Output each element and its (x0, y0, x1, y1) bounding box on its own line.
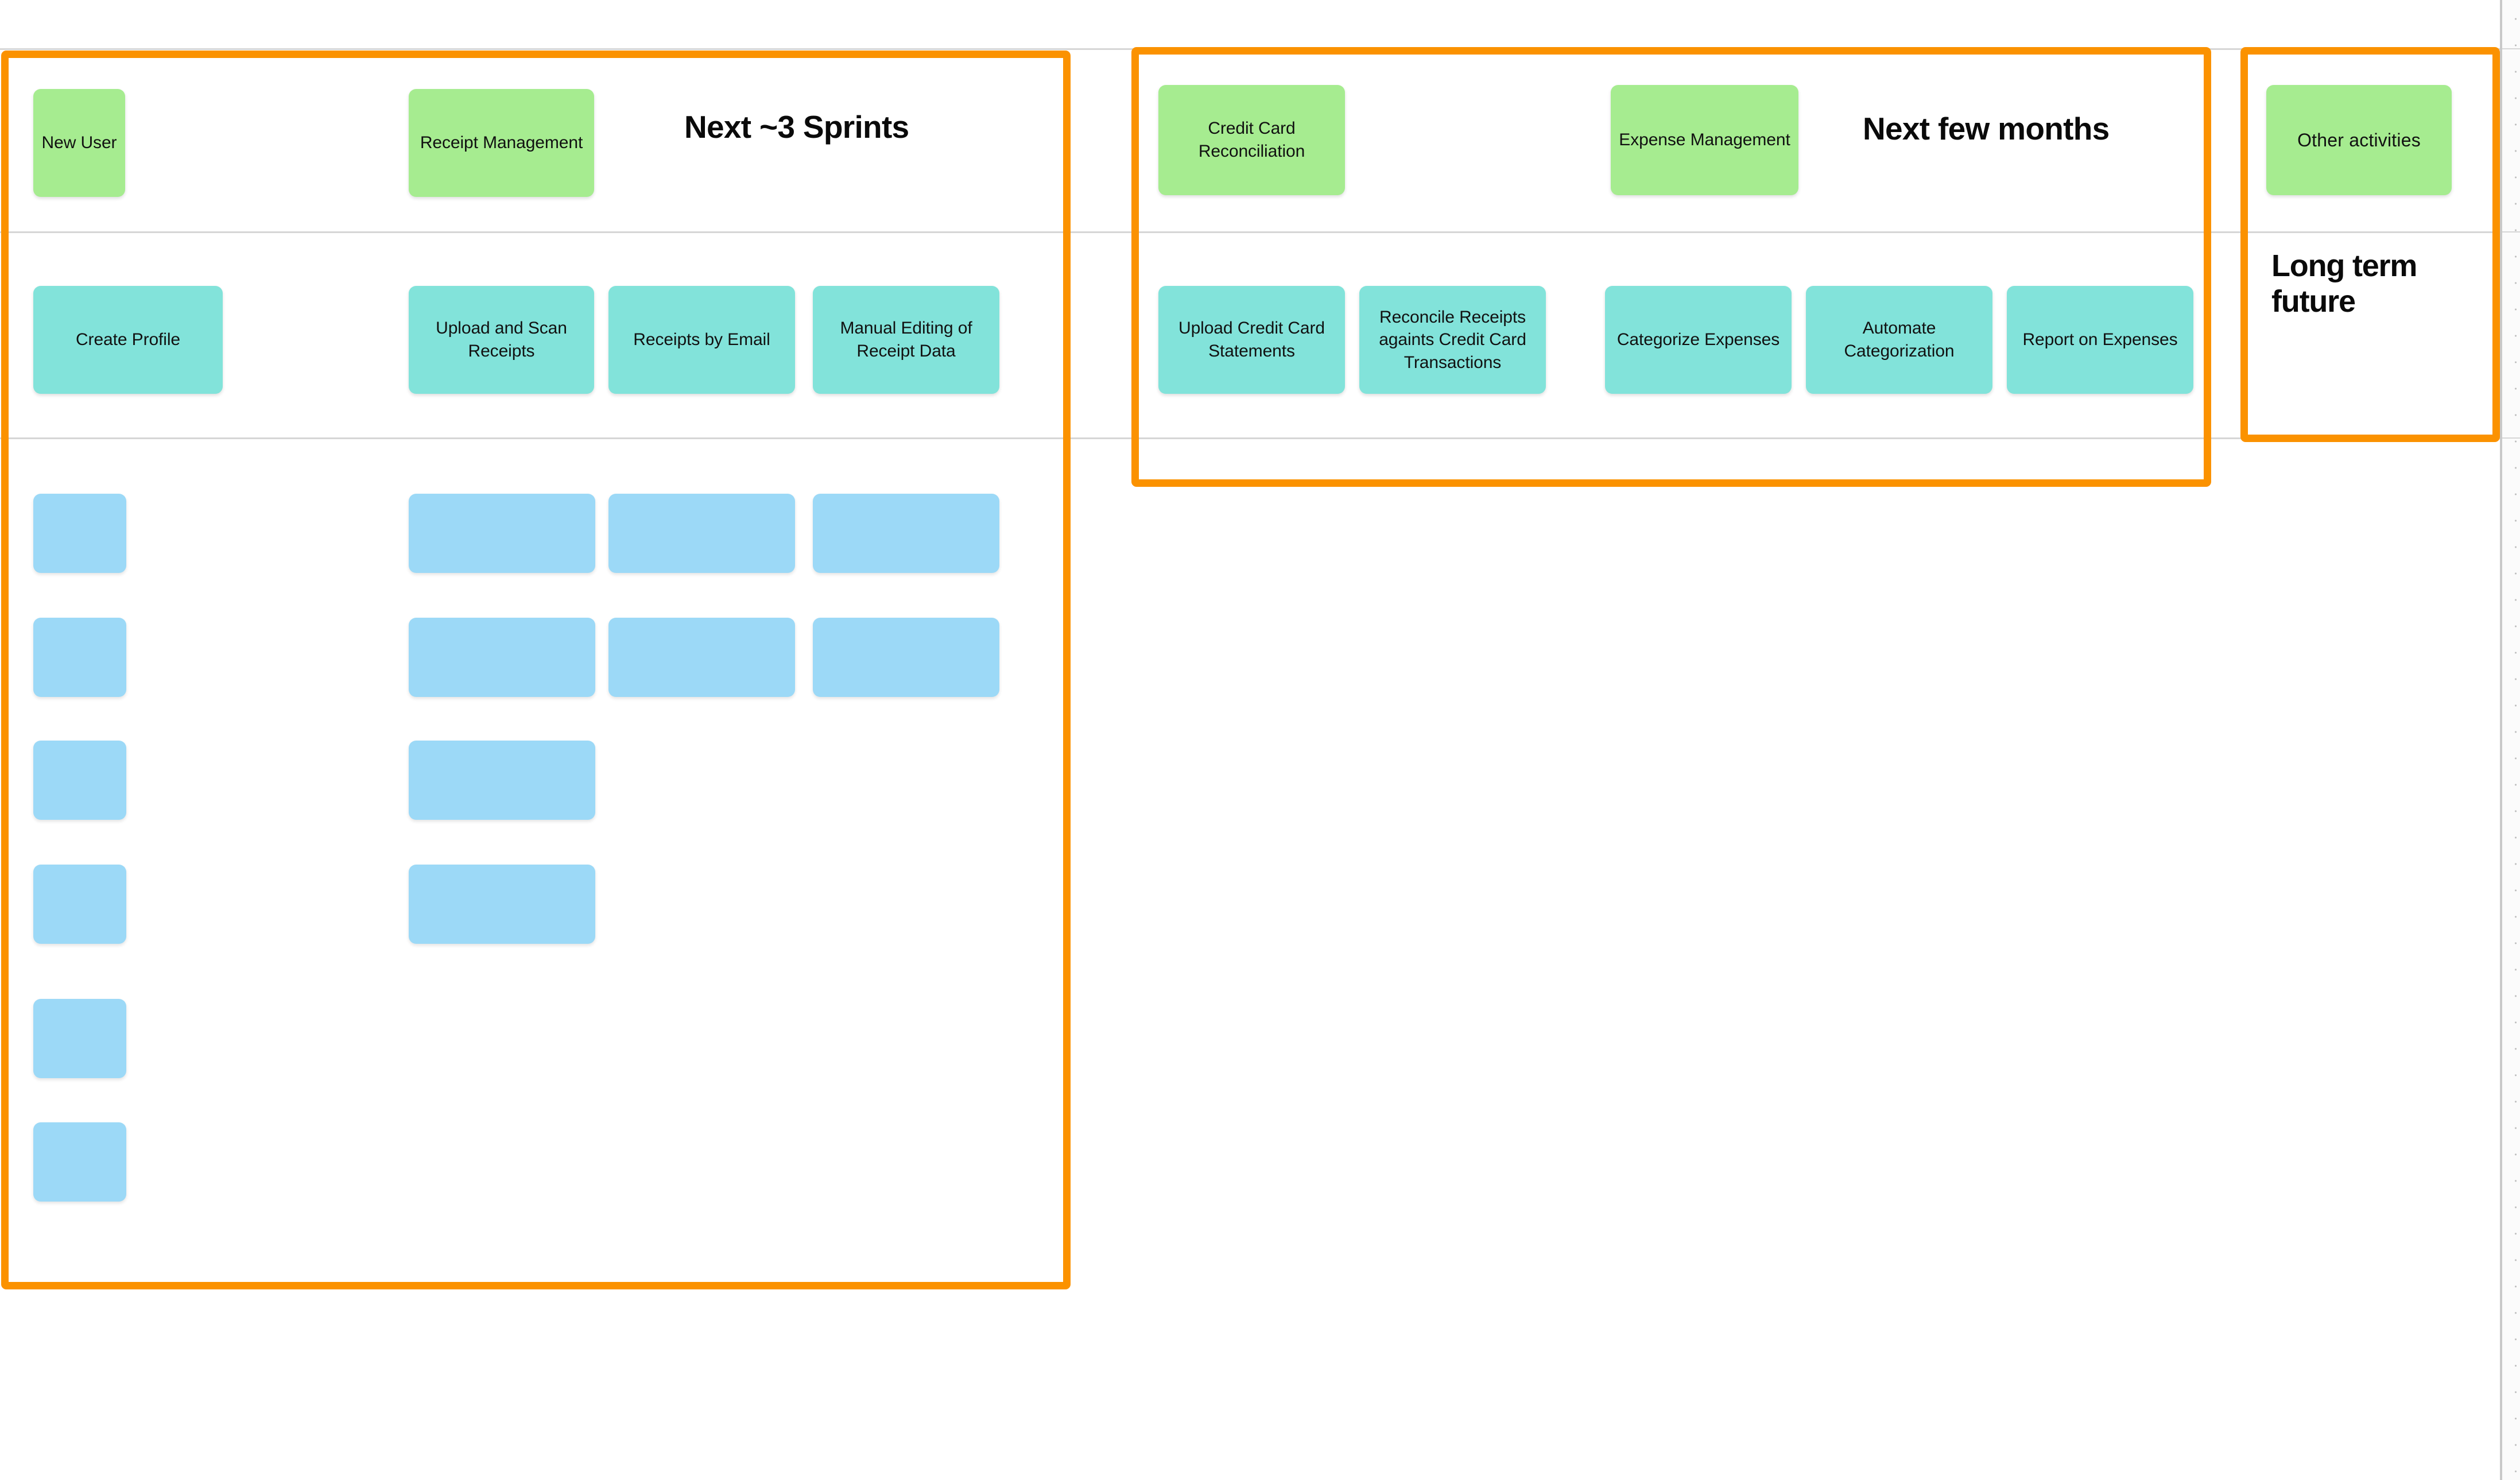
task-card-report-on-expenses[interactable]: Report on Expenses (2007, 286, 2193, 394)
activity-card-other-activities[interactable]: Other activities (2266, 85, 2452, 195)
task-card-automate-categorization[interactable]: Automate Categorization (1806, 286, 1992, 394)
activity-card-credit-card-reconciliation[interactable]: Credit Card Reconciliation (1158, 85, 1345, 195)
lane-divider-tasks (0, 231, 2502, 233)
story-card[interactable] (813, 494, 999, 573)
release-title-now: Next ~3 Sprints (684, 109, 909, 145)
canvas-right-edge (2500, 0, 2502, 1480)
activity-card-label: Credit Card Reconciliation (1198, 119, 1305, 161)
task-card-label: Report on Expenses (2022, 330, 2178, 350)
activity-card-new-user[interactable]: New User (33, 89, 125, 197)
story-card[interactable] (409, 865, 595, 944)
activity-card-label: Receipt Management (420, 133, 583, 153)
release-title-next: Next few months (1863, 111, 2110, 146)
story-card[interactable] (409, 741, 595, 820)
task-card-label: Manual Editing of Receipt Data (840, 319, 972, 361)
story-card[interactable] (813, 618, 999, 697)
story-card[interactable] (33, 741, 126, 820)
task-card-create-profile[interactable]: Create Profile (33, 286, 223, 394)
story-card[interactable] (608, 618, 795, 697)
task-card-label: Upload and Scan Receipts (436, 319, 567, 361)
gutter-rule-3 (2502, 437, 2520, 439)
gutter-rule-1 (2502, 48, 2520, 49)
task-card-receipts-by-email[interactable]: Receipts by Email (608, 286, 795, 394)
task-card-label: Automate Categorization (1844, 319, 1955, 361)
story-card[interactable] (409, 618, 595, 697)
task-card-label: Receipts by Email (633, 330, 770, 350)
story-card[interactable] (33, 618, 126, 697)
activity-card-receipt-management[interactable]: Receipt Management (409, 89, 594, 197)
lane-divider-stories (0, 437, 2502, 439)
task-card-upload-credit-card-statements[interactable]: Upload Credit Card Statements (1158, 286, 1345, 394)
release-title-future: Long term future (2271, 249, 2417, 319)
story-card[interactable] (33, 865, 126, 944)
activity-card-label: Other activities (2297, 129, 2421, 150)
story-card[interactable] (409, 494, 595, 573)
activity-card-expense-management[interactable]: Expense Management (1611, 85, 1798, 195)
dot-grid-gutter (2502, 0, 2520, 1480)
story-card[interactable] (33, 1122, 126, 1202)
gutter-rule-2 (2502, 231, 2520, 233)
task-card-label: Categorize Expenses (1616, 330, 1780, 350)
task-card-categorize-expenses[interactable]: Categorize Expenses (1605, 286, 1792, 394)
activity-card-label: Expense Management (1619, 130, 1790, 150)
story-card[interactable] (33, 999, 126, 1078)
task-card-reconcile-receipts-against-credit-card-transactions[interactable]: Reconcile Receipts againts Credit Card T… (1359, 286, 1546, 394)
task-card-label: Reconcile Receipts againts Credit Card T… (1379, 307, 1526, 372)
task-card-upload-and-scan-receipts[interactable]: Upload and Scan Receipts (409, 286, 594, 394)
task-card-label: Create Profile (75, 330, 180, 350)
activity-card-label: New User (41, 133, 117, 153)
story-card[interactable] (33, 494, 126, 573)
task-card-label: Upload Credit Card Statements (1178, 319, 1325, 361)
task-card-manual-editing-of-receipt-data[interactable]: Manual Editing of Receipt Data (813, 286, 999, 394)
story-card[interactable] (608, 494, 795, 573)
lane-divider-activities (0, 48, 2502, 50)
